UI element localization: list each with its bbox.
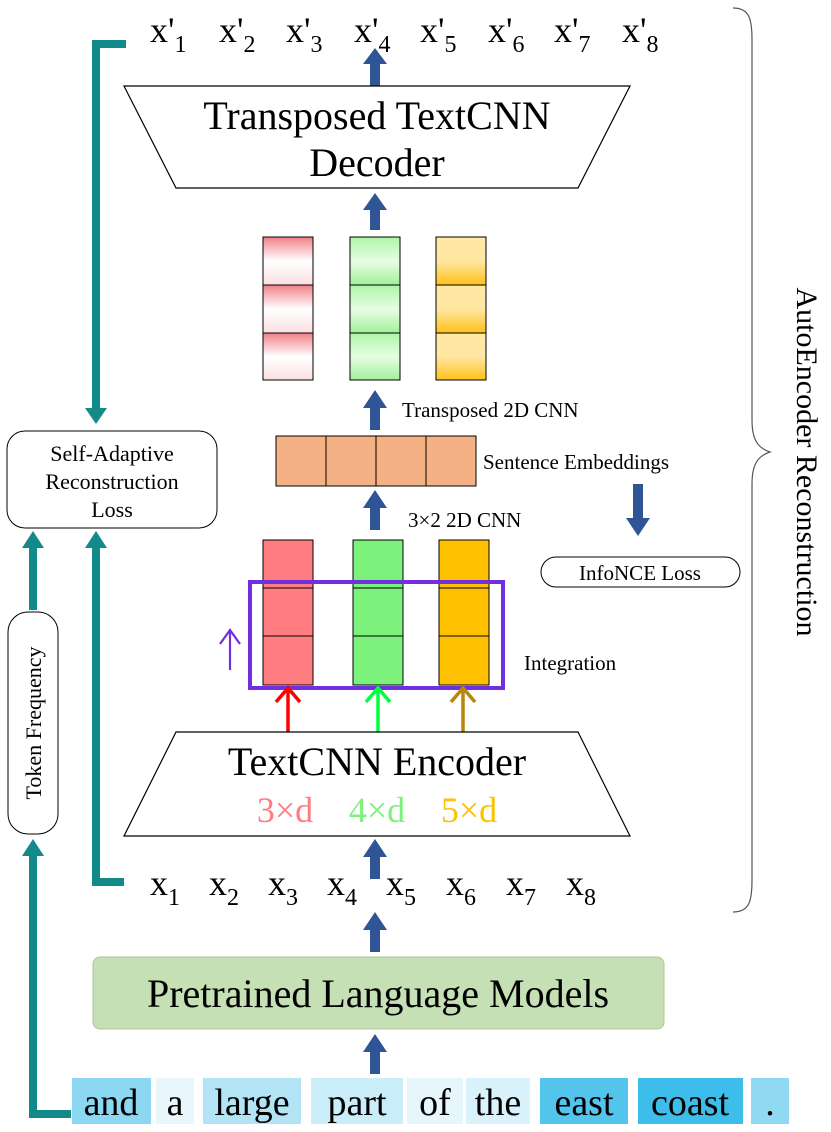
arrow-embeddings-to-infonce — [626, 484, 650, 536]
input-token-2: x2 — [209, 863, 239, 911]
encoder-title: TextCNN Encoder — [228, 739, 526, 784]
arrow-plm-to-input — [363, 912, 387, 952]
sentence-embeddings-bar — [275, 435, 477, 487]
input-token-row: x1 x2 x3 x4 x5 x6 x7 x8 — [150, 863, 596, 911]
autoencoder-brace — [732, 7, 772, 913]
infonce-loss-box: InfoNCE Loss — [540, 556, 741, 588]
infonce-loss-label: InfoNCE Loss — [579, 561, 701, 585]
plm-label: Pretrained Language Models — [147, 971, 609, 1016]
arrow-sentence-to-plm — [363, 1034, 387, 1074]
green-kernel-arrow — [364, 685, 392, 732]
integration-label: Integration — [524, 651, 617, 675]
loss-label-line1: Self-Adaptive — [50, 441, 173, 466]
encoded-column-orange — [438, 539, 490, 686]
integration-up-arrow — [219, 628, 241, 670]
output-token-row: x'1 x'2 x'3 x'4 x'5 x'6 x'7 x'8 — [150, 10, 659, 58]
loss-label-line2: Reconstruction — [45, 469, 178, 494]
word-box-east — [540, 1078, 628, 1124]
input-token-8: x8 — [566, 863, 596, 911]
decoded-column-orange — [435, 236, 487, 381]
orange-kernel-arrow — [449, 685, 477, 732]
encoder-to-integration-arrows — [274, 685, 477, 732]
autoencoder-reconstruction-label: AutoEncoder Reconstruction — [790, 287, 823, 636]
transposed-2d-cnn-label: Transposed 2D CNN — [402, 398, 579, 422]
input-token-7: x7 — [506, 863, 536, 911]
input-token-4: x4 — [327, 863, 357, 911]
textcnn-encoder: TextCNN Encoder 3×d 4×d 5×d — [123, 731, 631, 837]
word-period: . — [765, 1082, 775, 1124]
arrow-input-to-encoder — [363, 839, 387, 879]
word-a: a — [167, 1082, 184, 1124]
word-box-large — [203, 1078, 301, 1124]
output-token-1: x'1 — [150, 10, 187, 58]
token-frequency-box: Token Frequency — [7, 611, 59, 835]
decoder-title-line2: Decoder — [309, 140, 444, 185]
word-the: the — [475, 1082, 521, 1124]
encoded-column-green — [352, 539, 404, 686]
arrow-decoder-to-output — [363, 48, 387, 86]
output-token-6: x'6 — [488, 10, 525, 58]
kernel-5xd: 5×d — [441, 790, 497, 830]
word-box-and — [72, 1078, 151, 1124]
decoder-title-line1: Transposed TextCNN — [203, 93, 550, 138]
cnn-2d-label: 3×2 2D CNN — [408, 508, 521, 532]
arrow-columns-to-decoder — [363, 193, 387, 230]
teal-frequency-to-loss-connector — [22, 531, 44, 610]
word-box-part — [311, 1078, 403, 1124]
word-part: part — [327, 1082, 387, 1124]
input-sentence: and a large part of the east coast . — [72, 1078, 789, 1124]
word-box-coast — [638, 1078, 743, 1124]
sentence-embeddings-label: Sentence Embeddings — [483, 450, 669, 474]
teal-input-to-loss-connector — [85, 531, 124, 886]
encoded-column-red — [262, 539, 314, 686]
teal-output-to-loss-connector — [85, 40, 126, 424]
word-and: and — [84, 1082, 139, 1124]
output-token-5: x'5 — [420, 10, 457, 58]
arrow-embeddings-to-columns — [363, 390, 387, 430]
output-token-7: x'7 — [554, 10, 591, 58]
input-token-6: x6 — [446, 863, 476, 911]
decoded-column-green — [349, 236, 401, 381]
kernel-4xd: 4×d — [349, 790, 405, 830]
decoded-column-red — [262, 236, 314, 381]
word-coast: coast — [651, 1082, 730, 1124]
input-token-1: x1 — [150, 863, 180, 911]
transposed-textcnn-decoder: Transposed TextCNN Decoder — [123, 85, 631, 189]
loss-label-line3: Loss — [91, 497, 133, 522]
teal-sentence-to-frequency-connector — [22, 839, 71, 1118]
self-adaptive-reconstruction-loss-box: Self-Adaptive Reconstruction Loss — [6, 430, 218, 529]
output-token-3: x'3 — [286, 10, 323, 58]
kernel-3xd: 3×d — [257, 790, 313, 830]
output-token-2: x'2 — [219, 10, 256, 58]
word-box-the — [466, 1078, 530, 1124]
arrow-cnn-to-embeddings — [363, 490, 387, 530]
encoded-feature-columns — [262, 539, 490, 686]
word-box-period — [751, 1078, 789, 1124]
red-kernel-arrow — [274, 685, 302, 732]
word-of: of — [419, 1082, 451, 1124]
output-token-4: x'4 — [354, 10, 391, 58]
output-token-8: x'8 — [622, 10, 659, 58]
pretrained-language-models-box: Pretrained Language Models — [92, 956, 665, 1030]
token-frequency-label: Token Frequency — [21, 646, 46, 799]
decoded-feature-columns — [262, 236, 487, 381]
input-token-3: x3 — [268, 863, 298, 911]
word-box-a — [156, 1078, 194, 1124]
word-east: east — [554, 1082, 614, 1124]
word-large: large — [214, 1082, 289, 1124]
word-box-of — [407, 1078, 463, 1124]
input-token-5: x5 — [386, 863, 416, 911]
